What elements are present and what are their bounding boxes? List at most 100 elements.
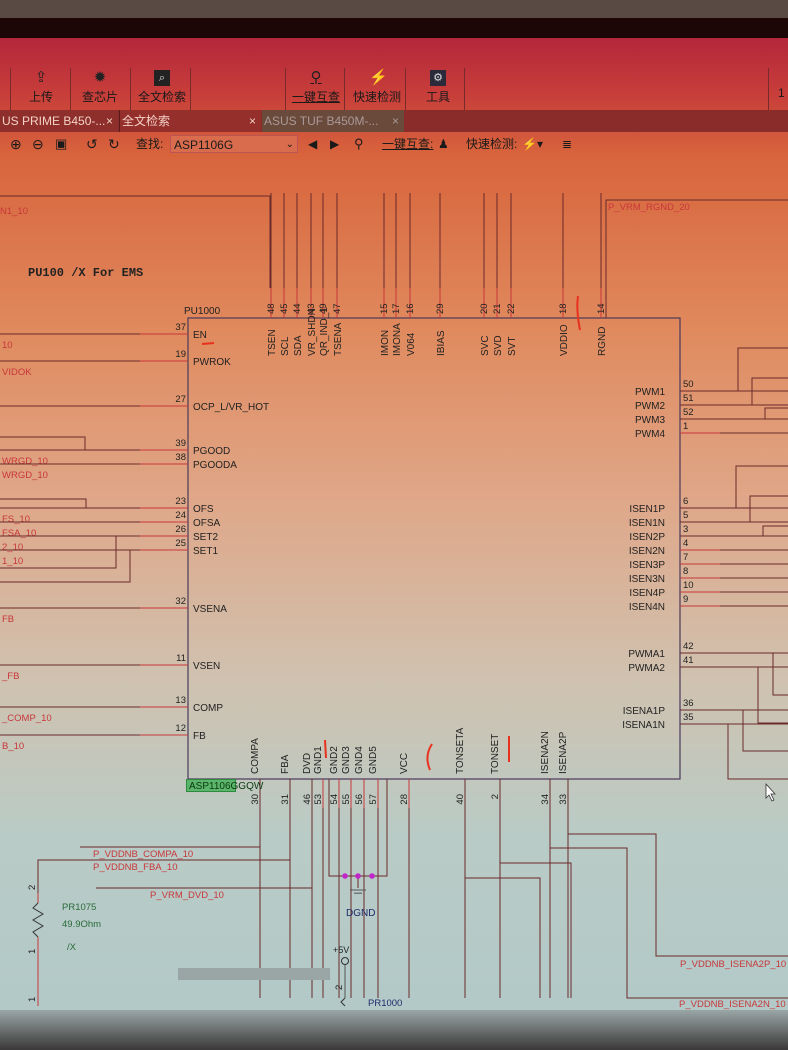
tools-button[interactable]: ⚙ 工具 — [424, 70, 452, 105]
power-label: +5V — [333, 945, 349, 955]
chip-body — [187, 317, 681, 780]
close-icon[interactable]: × — [391, 114, 399, 128]
pin-name: COMPA — [250, 738, 261, 774]
upload-button[interactable]: ⇪ 上传 — [26, 70, 56, 105]
pin-name: COMP — [193, 703, 223, 714]
wire — [680, 407, 788, 420]
pin-number: 18 — [558, 303, 569, 314]
tab-label: ASUS TUF B450M-... — [264, 114, 379, 128]
net-label: FB — [2, 614, 14, 625]
close-icon[interactable]: × — [248, 114, 256, 128]
search-icon[interactable]: ⚲ — [354, 136, 364, 151]
chevron-down-icon[interactable]: ⌄ — [285, 139, 294, 150]
quick-detect-button[interactable]: ⚡ 快速检测 — [352, 70, 402, 105]
pin-number: 37 — [175, 322, 186, 333]
pin-number: 52 — [683, 407, 694, 418]
fit-view-icon[interactable]: ▣ — [55, 136, 68, 151]
pin-name: OFSA — [193, 518, 221, 529]
quick-detect-link[interactable]: 快速检测: — [466, 137, 518, 151]
pin-number: 3 — [683, 524, 688, 535]
part-number-tag[interactable]: ASP1106GGQW — [186, 779, 263, 792]
net-label: P_VRM_DVD_10 — [150, 890, 224, 901]
mutual-check-link[interactable]: 一键互查: — [382, 137, 434, 151]
horizontal-scrollbar[interactable] — [178, 968, 330, 980]
pin-name: PGOOD — [193, 446, 230, 457]
location-pin-icon[interactable]: ♟ — [438, 137, 449, 151]
zoom-out-icon[interactable]: ⊖ — [32, 136, 44, 152]
monitor-bezel-top — [0, 0, 788, 20]
pin-name: SET1 — [193, 546, 218, 557]
wire — [0, 550, 131, 583]
upload-icon: ⇪ — [34, 69, 48, 86]
toolbar-separator — [10, 68, 11, 110]
lightning-dropdown-icon[interactable]: ⚡▾ — [522, 137, 543, 151]
pin-name: EN — [193, 330, 207, 341]
pin-name: ISEN3P — [629, 560, 665, 571]
search-doc-icon: ⌕ — [154, 70, 170, 86]
net-label: P_VRM_RGND_20 — [608, 202, 690, 213]
pin-name: PWMA1 — [628, 649, 665, 660]
pin-number: 25 — [175, 538, 186, 549]
pin-number: 26 — [175, 524, 186, 535]
pin-number: 39 — [175, 438, 186, 449]
wire — [96, 779, 313, 889]
pin-name: ISEN4P — [629, 588, 665, 599]
pin-number: 1 — [683, 421, 688, 432]
wire — [0, 498, 87, 508]
tools-label: 工具 — [425, 90, 450, 104]
tab-fulltext-search[interactable]: 全文检索 × — [119, 110, 261, 132]
chip-icon: ✹ — [93, 69, 107, 86]
pin-number: 20 — [479, 303, 490, 314]
pin-name: GND2 — [329, 746, 340, 774]
close-icon[interactable]: × — [105, 114, 113, 128]
next-icon[interactable]: ▶ — [330, 137, 340, 151]
pin-number: 54 — [329, 794, 340, 805]
pin-name: VSEN — [193, 661, 220, 672]
pin-name: ISEN3N — [629, 574, 665, 585]
tab-asus-prime[interactable]: US PRIME B450-... × — [0, 110, 118, 132]
pin-name: GND3 — [341, 746, 352, 774]
pin-number: 30 — [250, 794, 261, 805]
wire — [549, 779, 788, 999]
pin-name: ISEN1P — [629, 504, 665, 515]
chip-search-button[interactable]: ✹ 查芯片 — [80, 70, 120, 105]
tab-asus-tuf[interactable]: ASUS TUF B450M-... × — [262, 110, 404, 132]
pin-name: SVD — [493, 335, 504, 356]
annotation-mark — [576, 295, 581, 331]
wire — [680, 495, 788, 523]
export-icon[interactable]: ≣ — [562, 137, 573, 151]
find-label: 查找: — [136, 137, 164, 151]
pin-number: 2 — [334, 985, 345, 990]
pin-number: 23 — [175, 496, 186, 507]
mutual-check-button[interactable]: ⚲ 一键互查 — [292, 70, 340, 105]
zoom-in-icon[interactable]: ⊕ — [10, 136, 22, 152]
pin-number: 41 — [683, 655, 694, 666]
rotate-right-icon[interactable]: ↻ — [108, 136, 120, 152]
wire — [499, 779, 572, 998]
net-label: 1_10 — [2, 556, 23, 567]
lightning-icon: ⚡ — [369, 69, 388, 86]
pin-number: 9 — [683, 594, 688, 605]
net-label: _FB — [1, 671, 19, 682]
pin-number: 22 — [506, 303, 517, 314]
fulltext-search-button[interactable]: ⌕ 全文检索 — [136, 70, 188, 105]
pin-name: FB — [193, 731, 206, 742]
rotate-left-icon[interactable]: ↺ — [86, 136, 98, 152]
monitor-bezel-bottom — [0, 1010, 788, 1050]
wire — [680, 723, 788, 780]
find-input[interactable]: ASP1106G ⌄ — [170, 135, 298, 153]
pin-number: 6 — [683, 496, 688, 507]
pin-name: PWROK — [193, 357, 231, 368]
fulltext-search-label: 全文检索 — [137, 90, 186, 104]
wire — [0, 436, 86, 450]
pin-name: SVT — [507, 337, 518, 356]
net-label: 2_10 — [2, 542, 23, 553]
pin-number: 43 — [306, 303, 317, 314]
pin-number: 4 — [683, 538, 688, 549]
prev-icon[interactable]: ◀ — [308, 137, 318, 151]
net-label: B_10 — [2, 741, 24, 752]
pin-name: ISENA2N — [540, 731, 551, 774]
upload-label: 上传 — [28, 90, 53, 104]
location-pin-icon: ⚲ — [310, 69, 322, 86]
